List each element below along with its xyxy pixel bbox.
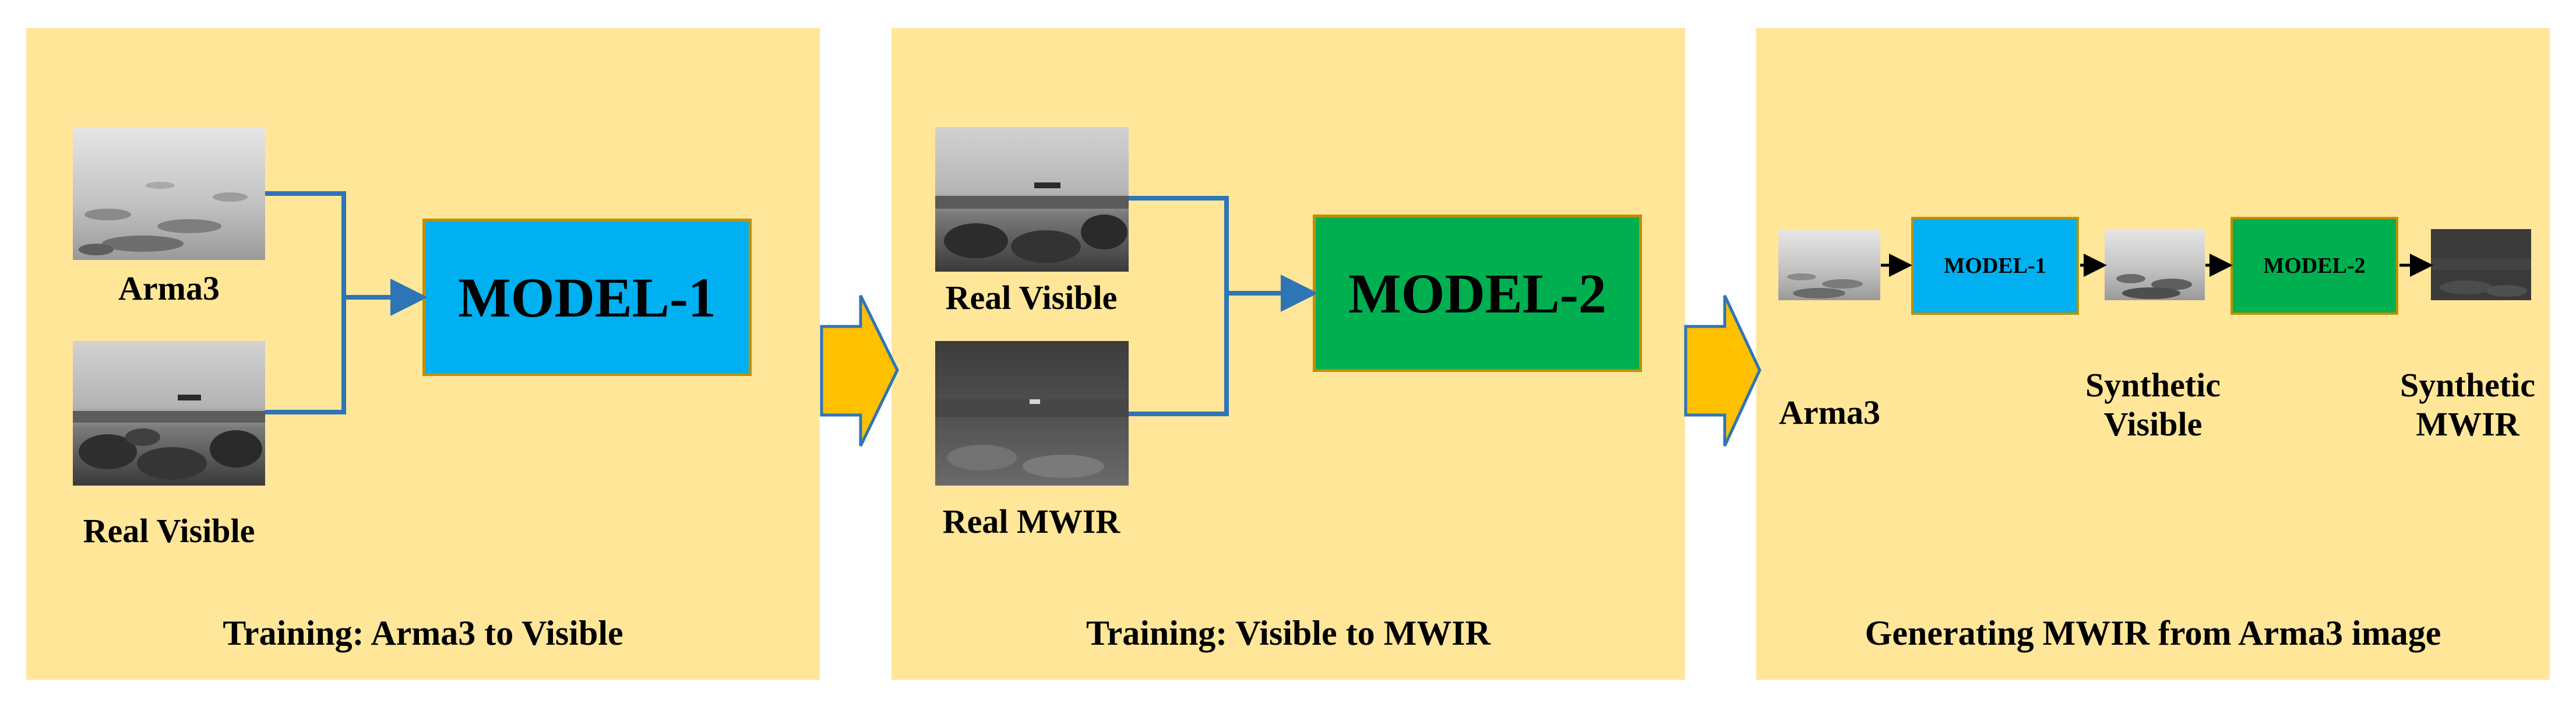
real-visible-image: [73, 341, 265, 486]
panel1-connector: [265, 191, 428, 414]
model-2-box: MODEL-2: [1313, 215, 1642, 372]
arma3-label: Arma3: [118, 269, 220, 307]
synthetic-visible-label: Synthetic Visible: [2051, 366, 2255, 444]
model-2-label: MODEL-2: [2263, 254, 2366, 278]
synthetic-mwir-image: [2431, 229, 2531, 300]
model-2-label: MODEL-2: [1348, 262, 1606, 325]
model-1-label: MODEL-1: [1944, 254, 2046, 278]
arma3-image: [1778, 230, 1880, 300]
synthetic-mwir-label: Synthetic MWIR: [2363, 366, 2573, 444]
model-1-box: MODEL-1: [1911, 217, 2079, 315]
caption-generating-mwir: Generating MWIR from Arma3 image: [1865, 614, 2441, 652]
real-visible-image: [935, 127, 1129, 272]
model-1-label: MODEL-1: [458, 266, 716, 329]
synthetic-visible-image: [2105, 229, 2205, 300]
synthetic-visible-label-line1: Synthetic: [2085, 366, 2221, 404]
synthetic-visible-label-line2: Visible: [2103, 405, 2203, 443]
real-visible-label: Real Visible: [945, 279, 1118, 317]
panel2-connector: [1129, 196, 1318, 416]
caption-training-visible-to-mwir: Training: Visible to MWIR: [1086, 614, 1490, 652]
panel-generating-mwir: [1756, 28, 2550, 680]
caption-training-arma3-to-visible: Training: Arma3 to Visible: [223, 614, 623, 652]
arma3-label: Arma3: [1779, 393, 1880, 431]
model-1-box: MODEL-1: [422, 219, 752, 376]
synthetic-mwir-label-line2: MWIR: [2416, 405, 2519, 443]
synthetic-mwir-label-line1: Synthetic: [2400, 366, 2535, 404]
flow-arrow-1: [820, 294, 899, 447]
model-2-box: MODEL-2: [2230, 217, 2398, 315]
real-mwir-label: Real MWIR: [942, 502, 1120, 540]
flow-arrow-2: [1684, 294, 1761, 447]
arma3-image: [73, 127, 265, 260]
real-mwir-image: [935, 341, 1129, 486]
real-visible-label: Real Visible: [83, 512, 255, 550]
